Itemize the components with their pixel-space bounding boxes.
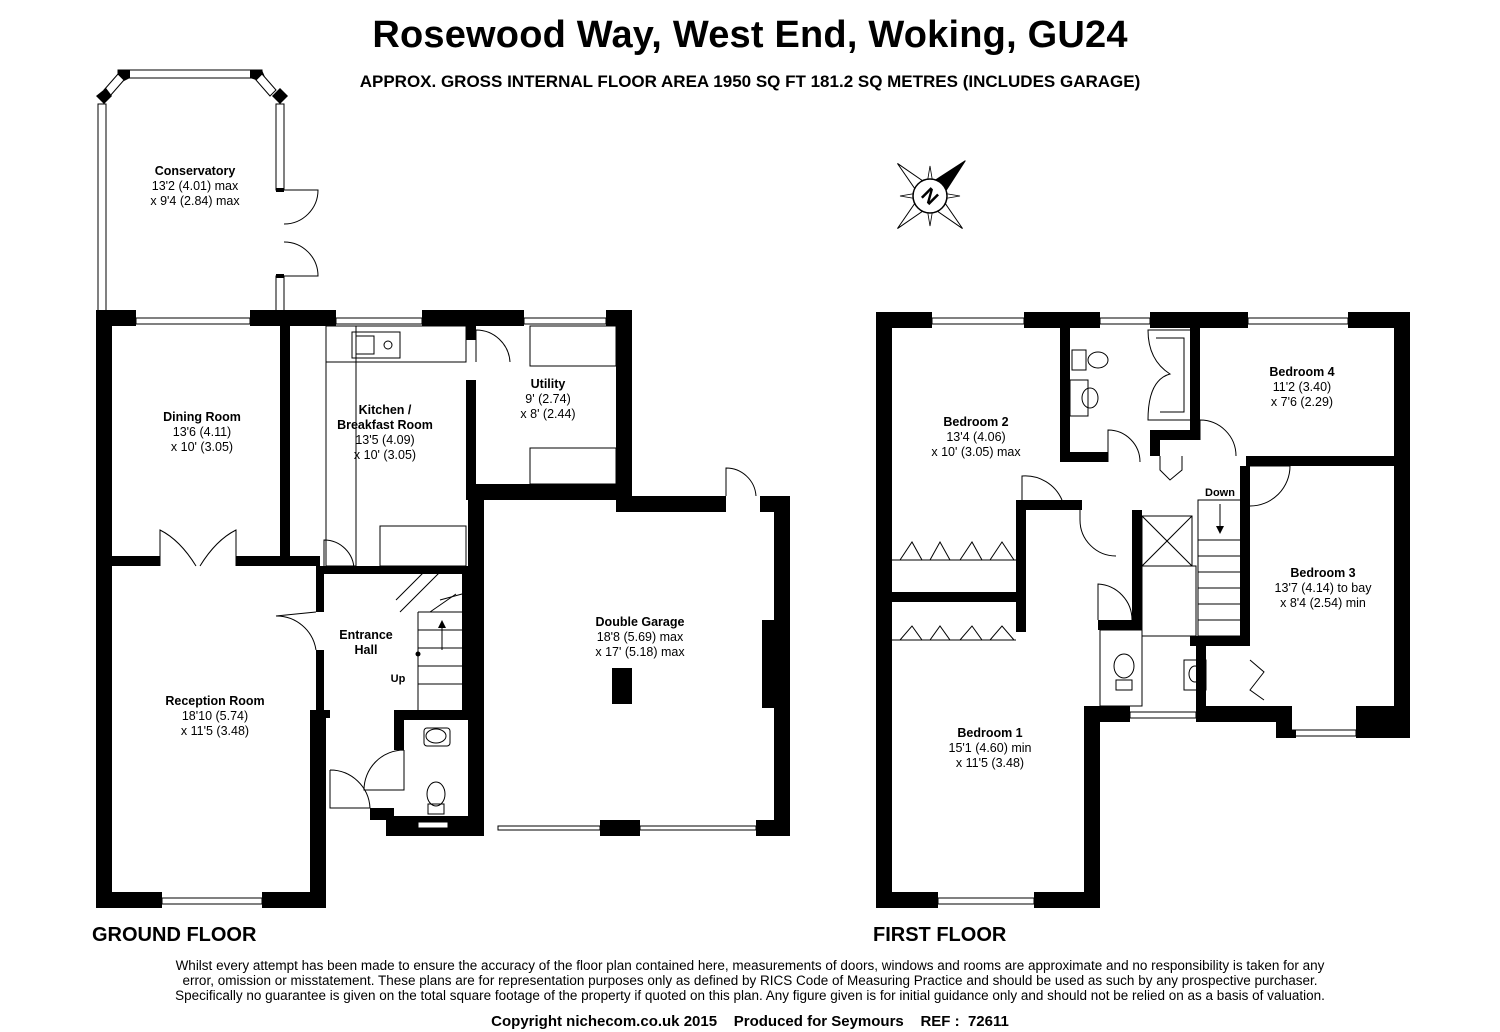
first-floor-label: FIRST FLOOR [873, 924, 1007, 946]
first-floor-walls [876, 312, 1410, 908]
bedroom-2-dim: 13'4 (4.06) [946, 430, 1005, 444]
disclaimer-text: Whilst every attempt has been made to en… [150, 958, 1350, 1003]
garage-label: Double Garage [596, 615, 685, 629]
bedroom-4-dim: x 7'6 (2.29) [1271, 395, 1333, 409]
bedroom-1-dim: 15'1 (4.60) min [949, 741, 1032, 755]
bedroom-2-dim: x 10' (3.05) max [931, 445, 1021, 459]
bedroom-3-dim: 13'7 (4.14) to bay [1275, 581, 1373, 595]
reception-room-dim: x 11'5 (3.48) [181, 724, 249, 738]
utility-dim: 9' (2.74) [525, 392, 570, 406]
kitchen-dim: x 10' (3.05) [354, 448, 416, 462]
compass-rose: N [897, 160, 966, 229]
stairs-up-label: Up [391, 673, 406, 685]
bathroom-fittings [1069, 329, 1193, 481]
first-stairs [1197, 499, 1243, 637]
disclaimer-line: Specifically no guarantee is given on th… [175, 988, 1325, 1003]
disclaimer-line: Whilst every attempt has been made to en… [175, 958, 1325, 973]
entrance-hall-label: Hall [355, 643, 378, 657]
bedroom-1-label: Bedroom 1 [957, 726, 1022, 740]
ground-stairs [395, 565, 463, 710]
ensuite-fittings [1099, 515, 1207, 707]
wardrobes [892, 540, 1265, 701]
conservatory-dim: 13'2 (4.01) max [152, 179, 239, 193]
bedroom-4-label: Bedroom 4 [1269, 365, 1334, 379]
bedroom-3-dim: x 8'4 (2.54) min [1280, 596, 1366, 610]
kitchen-label: Breakfast Room [337, 418, 433, 432]
utility-label: Utility [531, 377, 566, 391]
bedroom-3-label: Bedroom 3 [1290, 566, 1355, 580]
reception-room-label: Reception Room [165, 694, 264, 708]
entrance-hall-label: Entrance [339, 628, 393, 642]
conservatory-dim: x 9'4 (2.84) max [150, 194, 240, 208]
garage-dim: 18'8 (5.69) max [597, 630, 684, 644]
ground-floor-doors [159, 467, 757, 809]
ground-floor-walls [96, 310, 790, 908]
ground-floor-plan: Conservatory 13'2 (4.01) max x 9'4 (2.84… [96, 69, 790, 908]
first-floor-doors [1021, 419, 1291, 621]
disclaimer-line: error, omission or misstatement. These p… [182, 973, 1318, 988]
utility-dim: x 8' (2.44) [520, 407, 575, 421]
floor-area-subtitle: APPROX. GROSS INTERNAL FLOOR AREA 1950 S… [359, 72, 1141, 91]
bedroom-4-dim: 11'2 (3.40) [1273, 380, 1331, 394]
bedroom-1-dim: x 11'5 (3.48) [956, 756, 1024, 770]
ground-floor-label: GROUND FLOOR [92, 924, 257, 946]
ground-room-labels: Conservatory 13'2 (4.01) max x 9'4 (2.84… [150, 164, 685, 738]
copyright-line: Copyright nichecom.co.uk 2015 Produced f… [491, 1013, 1009, 1030]
first-floor-plan: Bedroom 2 13'4 (4.06) x 10' (3.05) max B… [876, 312, 1410, 908]
kitchen-dim: 13'5 (4.09) [355, 433, 414, 447]
bedroom-2-label: Bedroom 2 [943, 415, 1008, 429]
wc-fittings [423, 727, 451, 815]
first-room-labels: Bedroom 2 13'4 (4.06) x 10' (3.05) max B… [931, 365, 1372, 770]
conservatory-label: Conservatory [155, 164, 236, 178]
page-title: Rosewood Way, West End, Woking, GU24 [372, 14, 1128, 56]
garage-dim: x 17' (5.18) max [595, 645, 685, 659]
dining-room-dim: 13'6 (4.11) [173, 425, 231, 439]
utility-fittings [475, 325, 617, 485]
kitchen-fittings [325, 325, 467, 567]
kitchen-label: Kitchen / [359, 403, 412, 417]
dining-room-dim: x 10' (3.05) [171, 440, 233, 454]
dining-room-label: Dining Room [163, 410, 241, 424]
reception-room-dim: 18'10 (5.74) [182, 709, 248, 723]
stairs-down-label: Down [1205, 487, 1235, 499]
